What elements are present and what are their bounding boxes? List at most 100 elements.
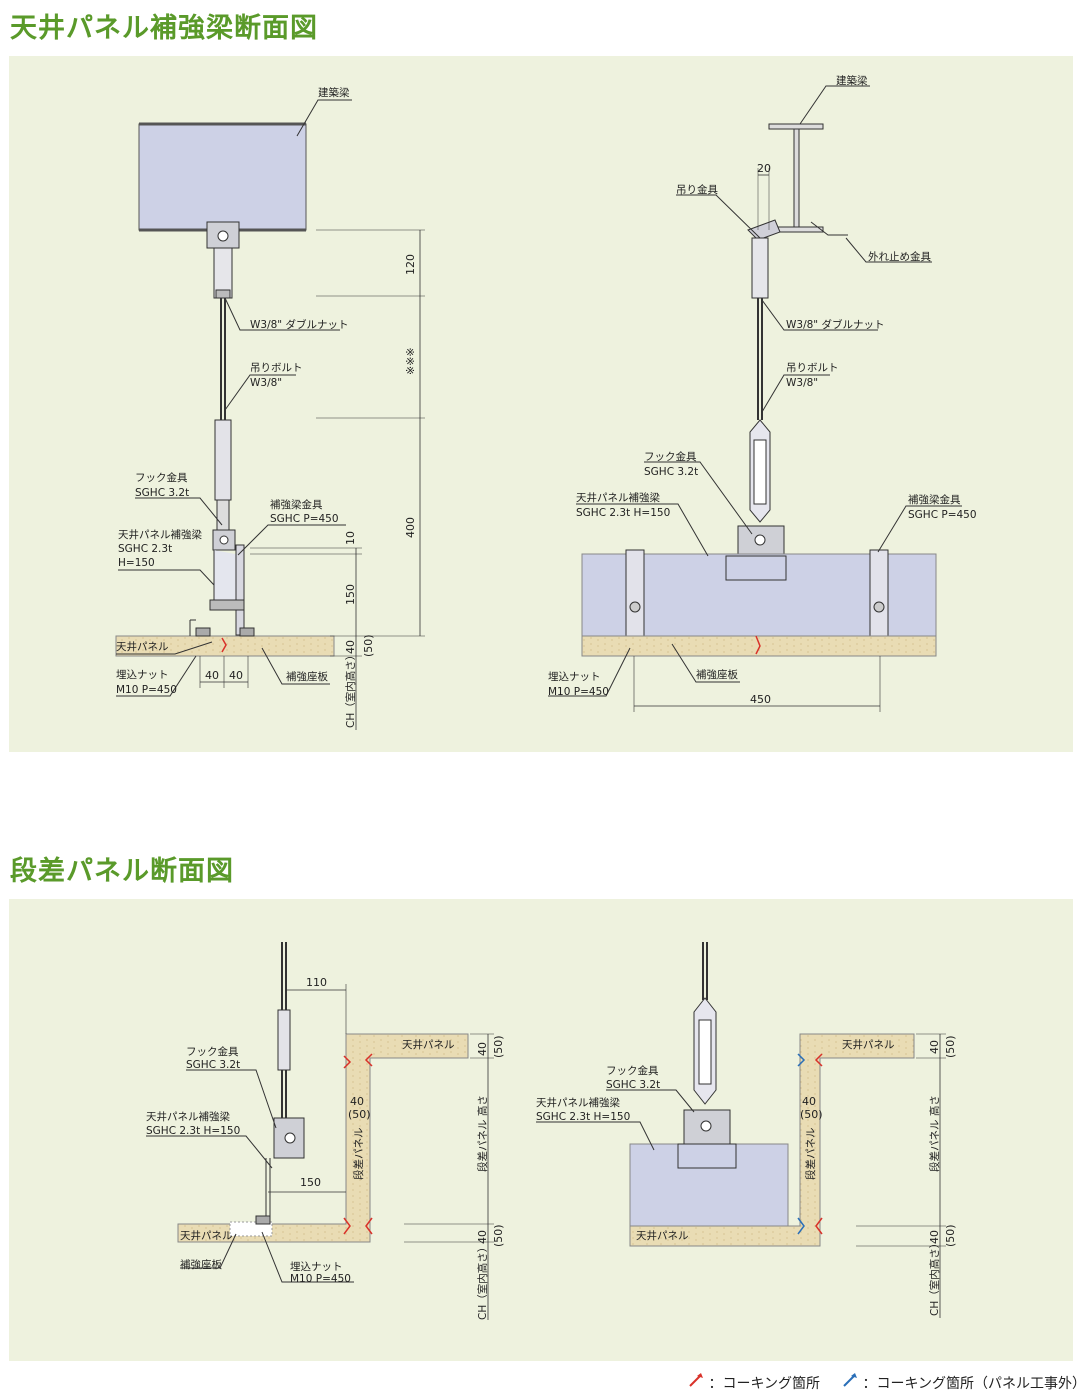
label-hook-3: フック金具 xyxy=(186,1045,239,1058)
label-ceiling-panel-4: 天井パネル xyxy=(180,1229,233,1242)
legend-item-caulking: ：コーキング箇所 xyxy=(688,1372,820,1393)
drawing-1-left xyxy=(115,99,425,730)
dim-400: 400 xyxy=(404,517,417,538)
hanger-fitting xyxy=(747,219,781,241)
dim-50p-d: (50) xyxy=(492,1035,505,1058)
label-sghc-p450-2: SGHC P=450 xyxy=(908,509,977,521)
label-beam-fitting-2: 補強梁金具 xyxy=(908,493,961,506)
label-building-beam-2: 建築梁 xyxy=(836,74,868,87)
dim-150-b: 150 xyxy=(300,1176,321,1189)
label-sghc32-2: SGHC 3.2t xyxy=(644,466,698,478)
dim-40-d: 40 xyxy=(476,1042,489,1056)
label-sghc-p450: SGHC P=450 xyxy=(270,513,339,525)
drawing-2-right xyxy=(536,942,946,1318)
dim-120: 120 xyxy=(404,254,417,275)
label-hanging-bolt-2: 吊りボルト xyxy=(786,362,839,374)
step-panel-L-2 xyxy=(629,1033,915,1247)
label-beam-fitting: 補強梁金具 xyxy=(270,498,323,511)
label-hanging-bolt: 吊りボルト xyxy=(250,362,303,374)
label-sghc32-3: SGHC 3.2t xyxy=(186,1059,240,1071)
dim-50p-h: (50) xyxy=(944,1224,957,1247)
dim-20: 20 xyxy=(757,162,771,175)
dim-50p-g: (50) xyxy=(944,1035,957,1058)
label-sghc23-h150-4: SGHC 2.3t H=150 xyxy=(536,1111,630,1123)
label-step-height: 段差パネル 高さ xyxy=(476,1095,489,1172)
drawing-2-left-labels: 110 天井パネル フック金具 SGHC 3.2t 天井パネル補強梁 SGHC … xyxy=(146,976,505,1320)
label-hook-4: フック金具 xyxy=(606,1064,659,1077)
label-ch-3: CH（室内高さ） xyxy=(928,1238,941,1316)
dim-50p-c: (50) xyxy=(348,1108,371,1121)
label-w38: W3/8" xyxy=(250,377,282,389)
label-h150: H=150 xyxy=(118,557,155,569)
dim-150: 150 xyxy=(344,584,357,605)
label-embed-nut: 埋込ナット xyxy=(116,669,169,681)
label-reinforce-plate: 補強座板 xyxy=(286,670,328,683)
dim-40-f: 40 xyxy=(802,1095,816,1108)
dim-star: ※※※ xyxy=(404,347,417,375)
step-panel-L xyxy=(177,1033,469,1243)
label-ceiling-panel-5: 天井パネル xyxy=(842,1038,895,1051)
building-beam-section xyxy=(138,123,307,231)
ceiling-panel-front xyxy=(581,635,937,657)
label-step-panel-2: 段差パネル xyxy=(804,1128,817,1181)
dim-110: 110 xyxy=(306,976,327,989)
diagram-panel-step xyxy=(9,899,1073,1361)
drawing-2-right-labels: 天井パネル フック金具 SGHC 3.2t 天井パネル補強梁 SGHC 2.3t… xyxy=(536,1035,957,1316)
caulking-blue-icon xyxy=(843,1373,857,1387)
label-sghc23: SGHC 2.3t xyxy=(118,543,172,555)
label-panel-beam: 天井パネル補強梁 xyxy=(118,528,202,541)
label-hanger: 吊り金具 xyxy=(676,183,718,196)
label-sghc23-h150-3: SGHC 2.3t H=150 xyxy=(146,1125,240,1137)
dim-40-h: 40 xyxy=(928,1230,941,1244)
h-beam xyxy=(768,123,824,130)
label-building-beam: 建築梁 xyxy=(318,86,350,99)
dim-10: 10 xyxy=(344,531,357,545)
drawing-1-right xyxy=(548,85,962,712)
dim-40-e: 40 xyxy=(476,1230,489,1244)
label-panel-beam-4: 天井パネル補強梁 xyxy=(536,1096,620,1109)
label-step-panel: 段差パネル xyxy=(352,1128,365,1181)
label-hook-2: フック金具 xyxy=(644,450,697,463)
label-m10-3: M10 P=450 xyxy=(290,1273,351,1285)
dim-40-c: 40 xyxy=(350,1095,364,1108)
dim-50p-f: (50) xyxy=(800,1108,823,1121)
dim-50p-e: (50) xyxy=(492,1224,505,1247)
dim-40-g: 40 xyxy=(928,1040,941,1054)
dim-40-a: 40 xyxy=(205,669,219,682)
label-m10-2: M10 P=450 xyxy=(548,686,609,698)
dim-40: 40 xyxy=(344,640,357,654)
legend-item-caulking-external: ：コーキング箇所（パネル工事外） xyxy=(842,1372,1084,1393)
label-panel-beam-2: 天井パネル補強梁 xyxy=(576,491,660,504)
label-ceiling-panel-3: 天井パネル xyxy=(402,1038,455,1051)
label-reinforce-plate-2: 補強座板 xyxy=(696,668,738,681)
label-hook: フック金具 xyxy=(135,471,188,484)
legend-text-caulking-external: ：コーキング箇所（パネル工事外） xyxy=(862,1376,1084,1392)
drawing-1-right-labels: 建築梁 20 吊り金具 外れ止め金具 W3/8" ダブルナット 吊りボルト W3… xyxy=(548,74,977,706)
legend-text-caulking: ：コーキング箇所 xyxy=(708,1376,821,1392)
label-panel-beam-3: 天井パネル補強梁 xyxy=(146,1110,230,1123)
label-sghc32-4: SGHC 3.2t xyxy=(606,1079,660,1091)
label-embed-nut-3: 埋込ナット xyxy=(290,1261,343,1273)
section-title-reinforcement-beam: 天井パネル補強梁断面図 xyxy=(10,13,318,44)
dim-50p: (50) xyxy=(362,634,375,657)
section-title-step-panel: 段差パネル断面図 xyxy=(10,856,234,887)
dim-450: 450 xyxy=(750,693,771,706)
label-step-height-2: 段差パネル 高さ xyxy=(928,1095,941,1172)
label-ceiling-panel: 天井パネル xyxy=(116,640,169,653)
label-stopper: 外れ止め金具 xyxy=(868,250,931,263)
label-ch-2: CH（室内高さ） xyxy=(476,1242,489,1320)
label-ch: CH（室内高さ） xyxy=(344,650,357,728)
label-embed-nut-2: 埋込ナット xyxy=(548,671,601,683)
label-ceiling-panel-6: 天井パネル xyxy=(636,1229,689,1242)
label-double-nut: W3/8" ダブルナット xyxy=(250,318,348,331)
drawing-2-left xyxy=(146,942,494,1320)
label-m10: M10 P=450 xyxy=(116,684,177,696)
label-w38-2: W3/8" xyxy=(786,377,818,389)
label-reinforce-plate-3: 補強座板 xyxy=(180,1258,222,1271)
label-sghc23-h150: SGHC 2.3t H=150 xyxy=(576,507,670,519)
drawing-1-left-labels: 建築梁 W3/8" ダブルナット 吊りボルト W3/8" フック金具 SGHC … xyxy=(116,86,417,728)
dim-40-b: 40 xyxy=(229,669,243,682)
label-double-nut-2: W3/8" ダブルナット xyxy=(786,318,884,331)
label-sghc32: SGHC 3.2t xyxy=(135,487,189,499)
